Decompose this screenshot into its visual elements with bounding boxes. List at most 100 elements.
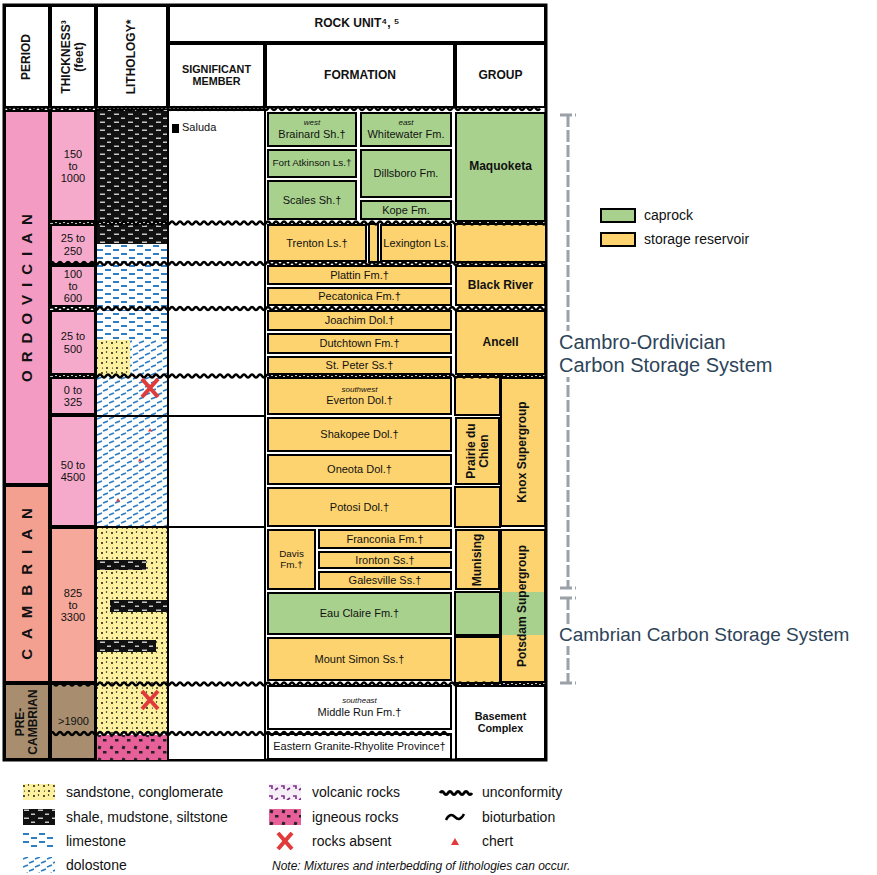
unit-name: Eastern Granite-Rhyolite Province† [273,740,445,752]
unit-name: Scales Sh.† [283,194,342,206]
legend-pattern [23,784,55,800]
unit-name: PERIOD [20,9,33,104]
legend-item: shale, mudstone, siltstone [22,808,228,826]
legend-text: storage reservoir [644,231,749,247]
formation-box: Franconia Fm.† [318,529,452,549]
legend-item: bioturbation [438,808,555,826]
formation-box: Davis Fm.† [267,529,316,590]
formation-box: Oneota Dol.† [267,454,452,485]
legend-swatch [600,232,636,247]
table-cell [455,377,500,415]
unit-name: Kope Fm. [382,204,430,216]
legend-symbol [22,856,58,874]
chert-mark [116,498,120,502]
formation-box: southeastMiddle Run Fm.† [267,685,452,730]
system-label: Cambrian Carbon Storage System [556,624,849,646]
formation-box: Trenton Ls.† [267,224,367,262]
unit-name: Munising [471,533,484,586]
legend-symbol [438,832,474,850]
unit-name: ORDOVICIAN [19,110,36,485]
unit-name: PRE-CAMBRIAN [14,687,40,756]
table-cell [455,224,546,262]
lithology-fill [130,340,168,376]
formation-box: Eau Claire Fm.† [267,592,452,635]
unit-name: SIGNIFICANT MEMBER [170,64,263,88]
unit-name: LITHOLOGY* [125,9,138,104]
lithology-fill [96,265,168,308]
legend-text: rocks absent [312,833,391,849]
formation-box: southwestEverton Dol.† [267,377,452,415]
legend-text: caprock [644,207,693,223]
group-box: Knox Supergroup [500,377,546,527]
legend-text: dolostone [66,857,127,873]
unit-name: FORMATION [324,69,396,82]
legend-symbol [438,808,474,826]
member-marker [172,124,179,133]
lithology-fill [96,310,168,340]
lithology-fill [96,683,168,733]
legend-swatch [600,208,636,223]
thickness-cell: 25 to 250 [50,224,96,265]
unit-name: Davis Fm.† [269,549,314,571]
group-box: Munising [455,529,500,590]
unit-name: Fort Atkinson Ls.† [272,158,351,169]
unit-name: Potosi Dol.† [330,501,389,513]
unit-name: Dillsboro Fm. [374,167,439,179]
unit-name: Ancell [482,336,518,349]
legend-item: rocks absent [268,832,391,850]
unconformity-line [50,307,546,310]
rocks-absent-mark [142,379,158,397]
legend-item: dolostone [22,856,127,874]
thickness-cell: 825 to 3300 [50,527,96,683]
unconformity-line [50,262,546,265]
table-cell [168,110,265,760]
lithology-fill [96,640,156,652]
lithology-fill [96,735,168,760]
legend-pattern [269,809,301,825]
thickness-cell: 150 to 1000 [50,110,96,222]
legend-item: volcanic rocks [268,783,400,801]
unit-name: 0 to 325 [58,384,88,408]
legend-text: igneous rocks [312,809,398,825]
group-box: Basement Complex [455,685,546,760]
system-label: Cambro-Ordivician Carbon Storage System [556,331,784,377]
thickness-cell: 0 to 325 [50,377,96,415]
legend-absent [278,833,292,849]
unconformity-line [50,683,546,686]
thickness-cell: 100 to 600 [50,265,96,307]
unit-name: St. Peter Ss.† [326,359,394,371]
unit-name: Everton Dol.† [326,394,393,406]
unit-name: GROUP [478,69,522,82]
formation-box: Potosi Dol.† [267,487,452,527]
formation-box: Fort Atkinson Ls.† [267,149,357,178]
unit-name: Franconia Fm.† [346,533,423,545]
unit-name: Trenton Ls.† [286,237,347,249]
direction-note: southwest [341,386,377,394]
formation-box: Joachim Dol.† [267,310,452,331]
unit-name: Dutchtown Fm.† [319,337,399,349]
unit-name: Mount Simon Ss.† [315,653,405,665]
unit-name: Maquoketa [469,160,532,173]
formation-box: eastWhitewater Fm. [360,112,452,147]
row-line [167,110,169,760]
unit-name: Black River [468,279,533,292]
table-cell [455,592,500,635]
lithology-fill [96,560,146,570]
chert-mark [148,428,152,432]
legend-item: storage reservoir [600,231,749,247]
direction-note: southeast [342,697,377,705]
legend-item: chert [438,832,513,850]
unit-name: Basement Complex [457,711,544,735]
table-cell [455,487,500,527]
unit-name: Knox Supergroup [516,381,529,523]
unit-name: Pecatonica Fm.† [318,290,401,302]
column-header: SIGNIFICANT MEMBER [168,43,265,108]
legend-unconformity [440,792,472,795]
direction-note: east [398,119,413,127]
formation-box: Plattin Fm.† [267,265,452,285]
column-header: THICKNESS³ (feet) [50,5,96,108]
group-box: Black River [455,265,546,306]
formation-box: Kope Fm. [360,200,452,220]
legend-text: chert [482,833,513,849]
column-header: GROUP [455,43,546,108]
